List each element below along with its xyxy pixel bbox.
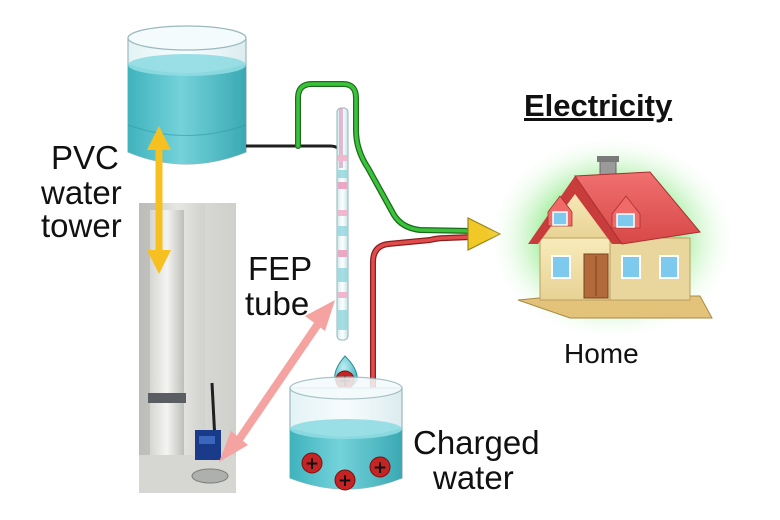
charge-sign-3: + bbox=[373, 458, 387, 478]
fep-label-line1: FEP bbox=[248, 250, 313, 287]
fep-label-line2: tube bbox=[245, 285, 310, 322]
negative-wire bbox=[370, 234, 475, 447]
pvc-label-line1: PVC bbox=[51, 139, 119, 176]
fep-tube bbox=[336, 107, 349, 341]
charge-sign-1: + bbox=[305, 454, 319, 474]
house-icon bbox=[517, 156, 713, 319]
water-charges: + + + bbox=[301, 452, 391, 491]
pvc-label-line3: tower bbox=[41, 207, 122, 244]
charge-sign-2: + bbox=[338, 471, 352, 491]
pointer-arrow bbox=[219, 300, 335, 462]
charged-label-line1: Charged bbox=[413, 424, 540, 461]
height-arrow bbox=[147, 126, 171, 274]
top-water-tank bbox=[127, 25, 247, 165]
pvc-tower-photo bbox=[139, 203, 236, 493]
positive-wire bbox=[295, 81, 475, 234]
home-label: Home bbox=[564, 338, 639, 369]
title-electricity: Electricity bbox=[524, 88, 673, 123]
wire-arrow-tip bbox=[467, 217, 502, 251]
pvc-label-line2: water bbox=[41, 174, 122, 211]
charged-label-line2: water bbox=[433, 459, 514, 496]
